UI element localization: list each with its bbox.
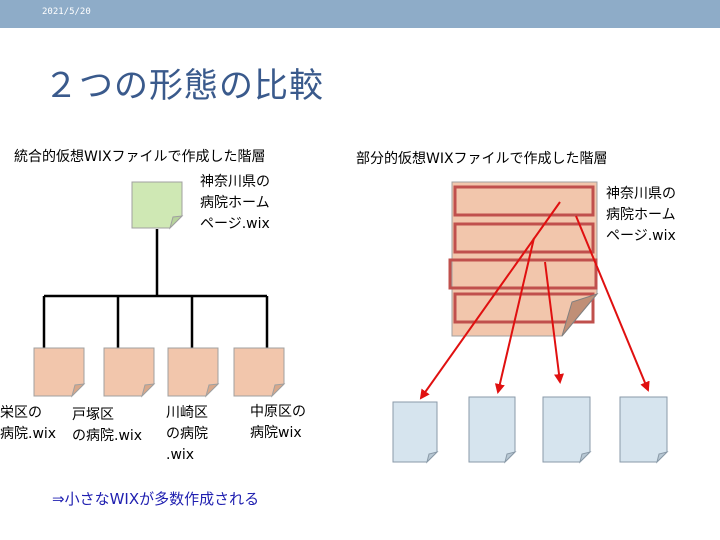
summary-note: ⇒小さなWIXが多数作成される bbox=[52, 490, 260, 508]
tree-connectors bbox=[42, 229, 269, 348]
extraction-arrows bbox=[419, 201, 650, 400]
small-wix-document-icon bbox=[468, 396, 517, 464]
child-label-totsuka: 戸塚区 の病院.wix bbox=[72, 407, 143, 444]
composite-document-icon bbox=[448, 181, 599, 337]
left-heading: 統合的仮想WIXファイルで作成した階層 bbox=[14, 149, 266, 165]
small-wix-document-icon bbox=[619, 396, 669, 464]
child-document-icon bbox=[103, 347, 156, 398]
left-root-label: 神奈川県の 病院ホーム ページ.wix bbox=[200, 174, 270, 232]
child-document-icon bbox=[167, 347, 220, 398]
child-label-sakae: 栄区の 病院.wix bbox=[0, 405, 57, 442]
child-document-icon bbox=[33, 347, 86, 398]
header-bar bbox=[0, 0, 720, 28]
child-label-kawasaki: 川崎区 の病院 .wix bbox=[166, 405, 208, 463]
small-wix-document-icon bbox=[542, 396, 592, 464]
small-wix-document-icon bbox=[392, 401, 439, 464]
slide-title: ２つの形態の比較 bbox=[44, 66, 324, 106]
slide-date: 2021/5/20 bbox=[42, 7, 91, 17]
right-heading: 部分的仮想WIXファイルで作成した階層 bbox=[356, 151, 608, 167]
root-document-icon bbox=[131, 181, 184, 230]
child-document-icon bbox=[233, 347, 286, 398]
right-root-label: 神奈川県の 病院ホーム ページ.wix bbox=[606, 186, 676, 244]
child-label-nakahara: 中原区の 病院wix bbox=[250, 404, 306, 441]
